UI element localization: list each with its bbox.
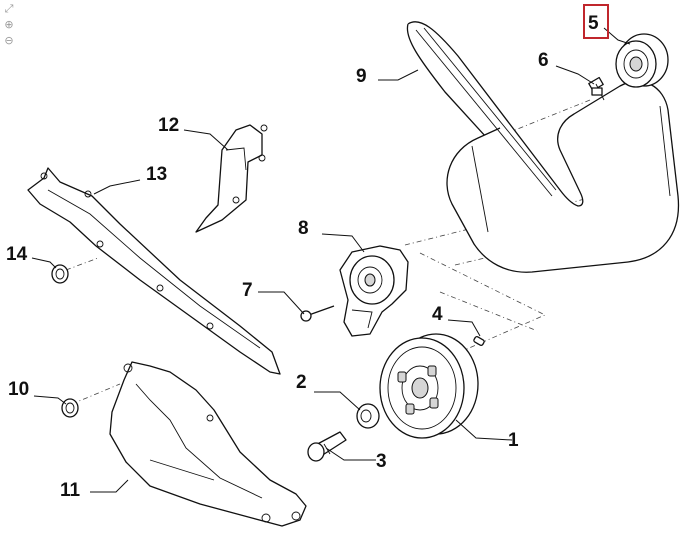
part-3-pulley-bolt[interactable] (307, 431, 347, 462)
callout-2[interactable]: 2 (296, 372, 307, 393)
callout-labels: 1 2 3 4 5 6 7 8 9 10 11 12 13 14 (6, 4, 609, 501)
callout-11[interactable]: 11 (60, 480, 81, 501)
callout-9[interactable]: 9 (356, 66, 367, 87)
fit-icon[interactable]: ⤢ (4, 3, 14, 15)
callout-7[interactable]: 7 (242, 280, 253, 301)
callout-4[interactable]: 4 (432, 304, 443, 325)
part-12-bracket[interactable] (195, 124, 268, 233)
part-8-belt-tensioner[interactable] (339, 245, 409, 337)
zoom-toolbar: ⤢ ⊕ ⊖ (2, 2, 18, 50)
part-6-bolt[interactable] (588, 76, 605, 101)
callout-14[interactable]: 14 (6, 244, 28, 265)
part-7-bolt[interactable] (300, 305, 335, 322)
part-2-washer[interactable] (356, 403, 380, 429)
callout-6[interactable]: 6 (538, 50, 549, 71)
zoom-in-icon[interactable]: ⊕ (4, 19, 14, 31)
part-11-timing-cover-lower[interactable] (109, 361, 307, 527)
callout-10[interactable]: 10 (8, 379, 29, 400)
callout-3[interactable]: 3 (376, 451, 387, 472)
zoom-out-icon[interactable]: ⊖ (4, 35, 14, 47)
part-9-poly-v-belt[interactable] (406, 21, 680, 273)
callout-8[interactable]: 8 (298, 218, 309, 239)
part-4-key[interactable] (473, 335, 485, 347)
part-5-idler-pulley[interactable] (615, 33, 669, 88)
part-13-timing-cover-upper[interactable] (27, 167, 281, 375)
part-14-nut[interactable] (51, 264, 69, 284)
callout-12[interactable]: 12 (158, 115, 179, 136)
callout-13[interactable]: 13 (146, 164, 167, 185)
selected-callout-highlight (583, 4, 609, 39)
callout-1[interactable]: 1 (508, 430, 519, 451)
callout-5[interactable]: 5 (588, 13, 599, 34)
part-10-nut[interactable] (61, 398, 79, 418)
part-1-crankshaft-pulley[interactable] (379, 333, 479, 439)
